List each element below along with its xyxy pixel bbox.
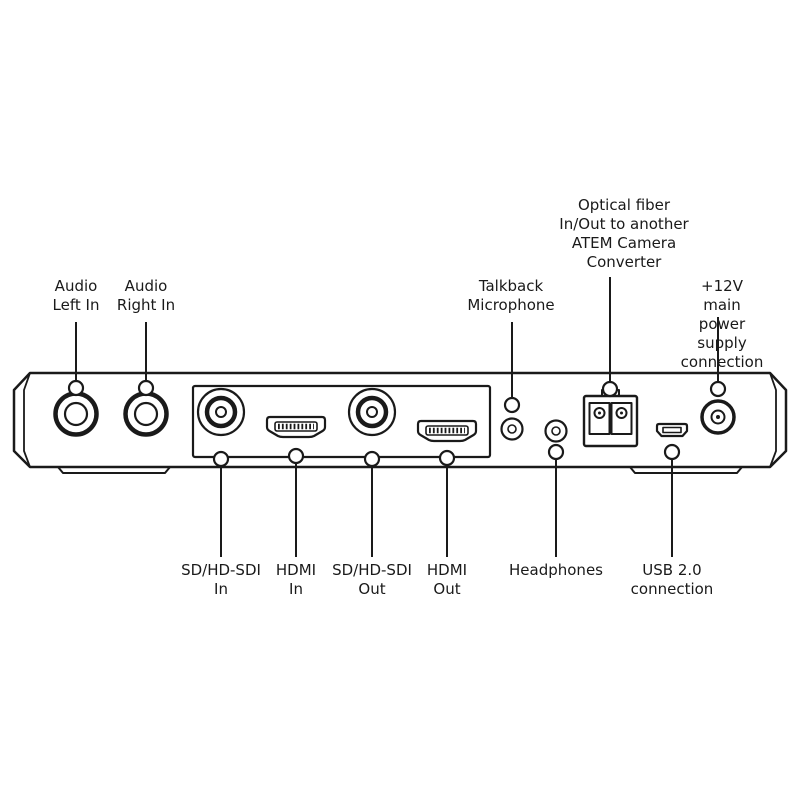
device-bevel-left xyxy=(23,372,31,468)
device-bevel-right xyxy=(769,372,777,468)
hdmi-in-connector xyxy=(265,415,327,439)
io-panel xyxy=(191,384,492,459)
marker-talkback xyxy=(503,396,521,414)
label-headphones: Headphones xyxy=(509,561,603,579)
marker-sdi-in xyxy=(212,450,230,468)
sdi-out-connector xyxy=(347,387,397,437)
label-usb-connection: USB 2.0 connection xyxy=(630,561,714,598)
label-hdmi-in: HDMI In xyxy=(275,561,317,598)
label-sdi-out: SD/HD-SDI Out xyxy=(332,561,412,598)
marker-audio-right xyxy=(137,379,155,397)
audio-right-in-connector xyxy=(123,391,169,437)
leader-markers xyxy=(67,379,727,468)
hdmi-out-connector xyxy=(416,419,478,443)
headphones-jack xyxy=(544,419,568,443)
label-talkback-microphone: Talkback Microphone xyxy=(467,277,555,314)
marker-power xyxy=(709,380,727,398)
marker-sdi-out xyxy=(363,450,381,468)
marker-hdmi-in xyxy=(287,447,305,465)
label-sdi-in: SD/HD-SDI In xyxy=(181,561,261,598)
talkback-mic-jack xyxy=(500,417,524,441)
marker-usb xyxy=(663,443,681,461)
marker-audio-left xyxy=(67,379,85,397)
label-optical-fiber: Optical fiber In/Out to another ATEM Cam… xyxy=(559,196,689,271)
label-audio-left-in: Audio Left In xyxy=(52,277,100,314)
marker-optical xyxy=(601,380,619,398)
label-audio-right-in: Audio Right In xyxy=(116,277,176,314)
optical-fiber-connector xyxy=(582,389,639,448)
label-power-supply: +12V main power supply connection xyxy=(680,277,764,371)
sdi-in-connector xyxy=(196,387,246,437)
power-connector xyxy=(700,399,736,435)
label-hdmi-out: HDMI Out xyxy=(426,561,468,598)
audio-left-in-connector xyxy=(53,391,99,437)
leader-lines xyxy=(75,277,719,557)
usb-connector xyxy=(655,422,689,438)
marker-headphones xyxy=(547,443,565,461)
marker-hdmi-out xyxy=(438,449,456,467)
